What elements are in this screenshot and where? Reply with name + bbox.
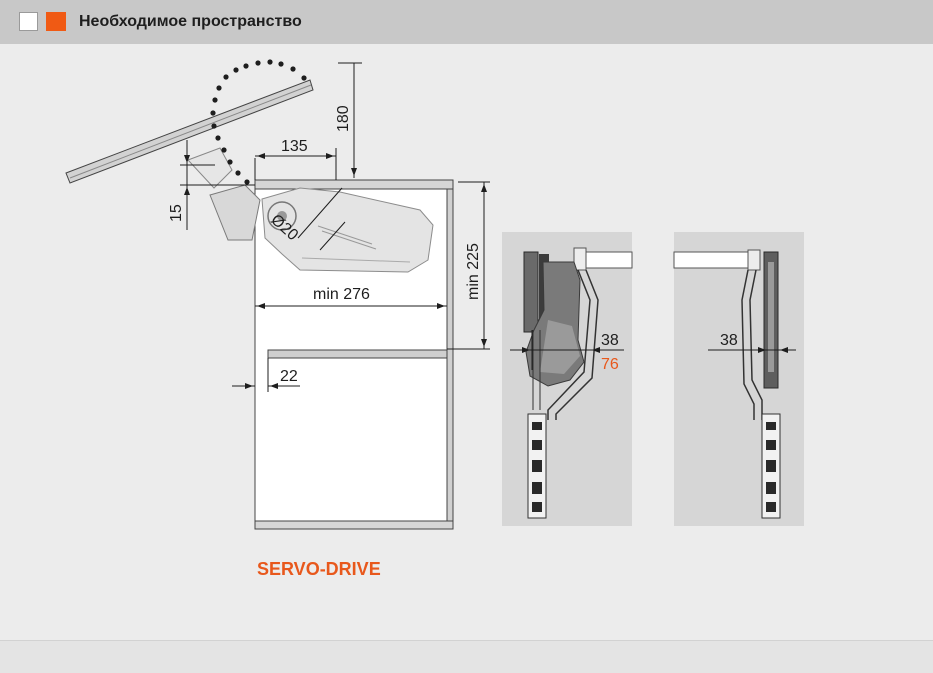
dim-label-15: 15 bbox=[168, 204, 185, 222]
top-view-servo bbox=[502, 232, 633, 526]
lift-mechanism bbox=[187, 147, 434, 273]
top-view-dimensions bbox=[510, 330, 796, 370]
dimension-lines bbox=[180, 62, 490, 392]
dim-label-76: 76 bbox=[601, 356, 619, 373]
dim-label-22: 22 bbox=[280, 368, 298, 385]
white-square-icon bbox=[19, 12, 38, 31]
dim-label-38-servo: 38 bbox=[601, 332, 619, 349]
header-bar: Необходимое пространство bbox=[0, 0, 933, 44]
dim-label-min-276: min 276 bbox=[313, 286, 370, 303]
swing-path bbox=[210, 59, 307, 185]
dim-label-min-225: min 225 bbox=[465, 243, 482, 300]
space-requirement-diagram: 180 135 15 Ø20 min 225 min 276 22 38 76 … bbox=[65, 59, 804, 530]
dim-label-180: 180 bbox=[335, 105, 352, 132]
top-view-plain bbox=[673, 232, 804, 526]
dim-label-135: 135 bbox=[281, 138, 308, 155]
orange-square-icon bbox=[46, 12, 66, 31]
dim-label-38-plain: 38 bbox=[720, 332, 738, 349]
raised-flap bbox=[65, 79, 314, 184]
footer-bar bbox=[0, 640, 933, 673]
section-title: Необходимое пространство bbox=[79, 13, 302, 30]
servo-drive-label: SERVO-DRIVE bbox=[257, 559, 381, 579]
